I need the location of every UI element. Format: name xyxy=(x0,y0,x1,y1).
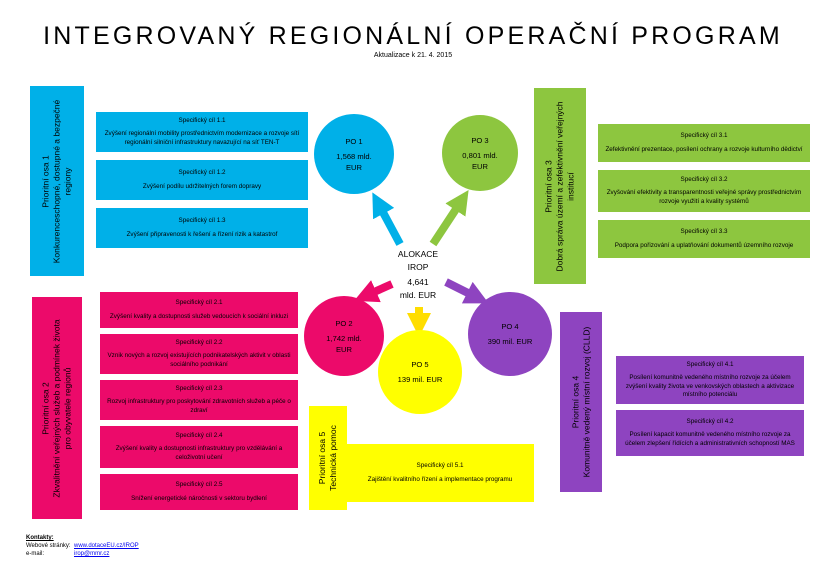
priority-axis-2-title: Prioritní osa 2 xyxy=(40,381,51,435)
arrow-po3 xyxy=(429,189,469,247)
priority-axis-4-name: Komunitně vedený místní rozvoj (CLLD) xyxy=(581,326,592,478)
goal-name: Specifický cíl 3.1 xyxy=(680,132,728,140)
page-title: INTEGROVANÝ REGIONÁLNÍ OPERAČNÍ PROGRAM xyxy=(43,22,783,50)
priority-axis-2-name: Zkvalitnění veřejných služeb a podmínek … xyxy=(51,318,62,498)
circle-amount: 1,742 mld. xyxy=(326,333,362,343)
goal-text: Snížení energetické náročnosti v sektoru… xyxy=(131,494,267,502)
priority-axis-1-name-2: regiony xyxy=(62,167,73,195)
goal-text: Zvýšení připravenosti k řešení a řízení … xyxy=(126,230,278,238)
circle-title: PO 4 xyxy=(501,322,519,331)
goal-2-2: Specifický cíl 2.2 Vznik nových a rozvoj… xyxy=(100,334,298,374)
goal-text: Zvýšení kvality a dostupnosti služeb ved… xyxy=(109,312,289,320)
circle-amount-unit: EUR xyxy=(471,161,489,171)
goal-3-3: Specifický cíl 3.3 Podpora pořizování a … xyxy=(598,220,810,258)
goal-name: Specifický cíl 4.1 xyxy=(686,361,734,369)
goal-1-1: Specifický cíl 1.1 Zvýšení regionální mo… xyxy=(96,112,308,152)
goal-4-1: Specifický cíl 4.1 Posílení komunitně ve… xyxy=(616,356,804,404)
goal-name: Specifický cíl 1.2 xyxy=(178,169,226,177)
update-date: Aktualizace k 21. 4. 2015 xyxy=(373,52,453,59)
priority-axis-3-name-2: institucí xyxy=(565,171,576,201)
goal-name: Specifický cíl 2.1 xyxy=(175,299,223,307)
goal-name: Specifický cíl 2.3 xyxy=(175,385,223,393)
arrow-po1 xyxy=(372,192,404,246)
contacts: Kontakty: Webové stránky: www.dotaceEU.c… xyxy=(26,534,139,558)
circle-amount: 390 mil. EUR xyxy=(487,337,533,346)
goal-name: Specifický cíl 5.1 xyxy=(416,462,464,470)
circle-title: PO 1 xyxy=(345,136,363,146)
allocation-circle-po3: PO 3 0,801 mld. EUR xyxy=(442,115,518,191)
circle-title: PO 2 xyxy=(335,318,353,328)
priority-axis-3: Prioritní osa 3 Dobrá správa území a zef… xyxy=(534,88,586,284)
goal-text: Posílení komunitně vedeného místního roz… xyxy=(625,374,795,398)
arrow-po4 xyxy=(444,278,489,304)
circle-amount: 0,801 mld. xyxy=(462,150,498,160)
goal-text: Zvýšení regionální mobility prostřednict… xyxy=(104,130,300,146)
allocation-line-1: ALOKACE xyxy=(397,249,439,259)
goal-text: Zvýšení podílu udržitelných forem doprav… xyxy=(142,182,262,190)
contacts-heading: Kontakty: xyxy=(26,535,54,541)
priority-axis-1-title: Prioritní osa 1 xyxy=(40,154,51,208)
goal-1-3: Specifický cíl 1.3 Zvýšení připravenosti… xyxy=(96,208,308,248)
goal-text: Zvyšování efektivity a transparentnosti … xyxy=(606,189,802,205)
priority-axis-5-name: Technická pomoc xyxy=(328,425,339,491)
goal-text: Zefektivnění prezentace, posílení ochran… xyxy=(605,145,803,153)
web-label: Webové stránky: xyxy=(26,543,71,549)
goal-name: Specifický cíl 3.2 xyxy=(680,176,728,184)
priority-axis-1: Prioritní osa 1 Konkurenceschopné, dostu… xyxy=(30,86,84,276)
goal-text: Vznik nových a rozvoj existujících podni… xyxy=(107,352,291,368)
goal-name: Specifický cíl 2.2 xyxy=(175,339,223,347)
allocation-total: ALOKACE IROP 4,641 mld. EUR xyxy=(383,248,453,302)
goal-3-1: Specifický cíl 3.1 Zefektivnění prezenta… xyxy=(598,124,810,162)
goal-name: Specifický cíl 3.3 xyxy=(680,228,728,236)
allocation-circle-po5: PO 5 139 mil. EUR xyxy=(378,330,462,414)
priority-axis-5-title: Prioritní osa 5 xyxy=(317,431,328,485)
goal-text: Podpora pořizování a uplatňování dokumen… xyxy=(614,241,794,249)
allocation-circle-po4: PO 4 390 mil. EUR xyxy=(468,292,552,376)
priority-axis-4: Prioritní osa 4 Komunitně vedený místní … xyxy=(560,312,602,492)
goal-4-2: Specifický cíl 4.2 Posílení kapacit komu… xyxy=(616,410,804,456)
allocation-circle-po2: PO 2 1,742 mld. EUR xyxy=(304,296,384,376)
goal-name: Specifický cíl 4.2 xyxy=(686,418,734,426)
priority-axis-5: Prioritní osa 5 Technická pomoc xyxy=(309,406,347,510)
goal-text: Rozvoj infrastruktury pro poskytování zd… xyxy=(107,398,291,414)
priority-axis-2-name-2: pro obyvatele regionů xyxy=(62,367,73,449)
goal-2-4: Specifický cíl 2.4 Zvýšení kvality a dos… xyxy=(100,426,298,468)
goal-2-1: Specifický cíl 2.1 Zvýšení kvality a dos… xyxy=(100,292,298,328)
goal-1-2: Specifický cíl 1.2 Zvýšení podílu udržit… xyxy=(96,160,308,200)
circle-amount: 139 mil. EUR xyxy=(397,375,443,384)
circle-amount-unit: EUR xyxy=(345,162,363,172)
priority-axis-2: Prioritní osa 2 Zkvalitnění veřejných sl… xyxy=(32,297,82,519)
goal-5-1: Specifický cíl 5.1 Zajištění kvalitního … xyxy=(346,444,534,502)
email-link[interactable]: irop@mmr.cz xyxy=(74,551,110,557)
goal-name: Specifický cíl 1.1 xyxy=(178,117,226,125)
goal-name: Specifický cíl 1.3 xyxy=(178,217,226,225)
circle-amount: 1,568 mld. xyxy=(336,151,372,161)
priority-axis-3-title: Prioritní osa 3 xyxy=(543,159,554,213)
priority-axis-4-title: Prioritní osa 4 xyxy=(570,375,581,429)
goal-name: Specifický cíl 2.5 xyxy=(175,481,223,489)
allocation-line-2: IROP xyxy=(407,262,429,272)
goal-2-5: Specifický cíl 2.5 Snížení energetické n… xyxy=(100,474,298,510)
priority-axis-3-name: Dobrá správa území a zefektivnění veřejn… xyxy=(554,100,565,272)
goal-3-2: Specifický cíl 3.2 Zvyšování efektivity … xyxy=(598,170,810,212)
circle-amount-unit: EUR xyxy=(335,344,353,354)
allocation-circle-po1: PO 1 1,568 mld. EUR xyxy=(314,114,394,194)
circle-title: PO 5 xyxy=(411,360,429,369)
web-link[interactable]: www.dotaceEU.cz/IROP xyxy=(74,543,139,549)
goal-text: Zajištění kvalitního řízení a implementa… xyxy=(367,475,513,483)
goal-name: Specifický cíl 2.4 xyxy=(175,432,223,440)
arrow-po2 xyxy=(354,280,394,303)
circle-title: PO 3 xyxy=(471,135,489,145)
goal-text: Zvýšení kvality a dostupnosti infrastruk… xyxy=(115,445,283,461)
email-label: e-mail: xyxy=(26,551,45,557)
goal-text: Posílení kapacit komunitně vedeného míst… xyxy=(625,431,795,447)
priority-axis-1-name: Konkurenceschopné, dostupné a bezpečné xyxy=(51,99,62,263)
goal-2-3: Specifický cíl 2.3 Rozvoj infrastruktury… xyxy=(100,380,298,420)
allocation-line-3: 4,641 xyxy=(407,277,429,287)
allocation-line-4: mld. EUR xyxy=(399,290,437,300)
